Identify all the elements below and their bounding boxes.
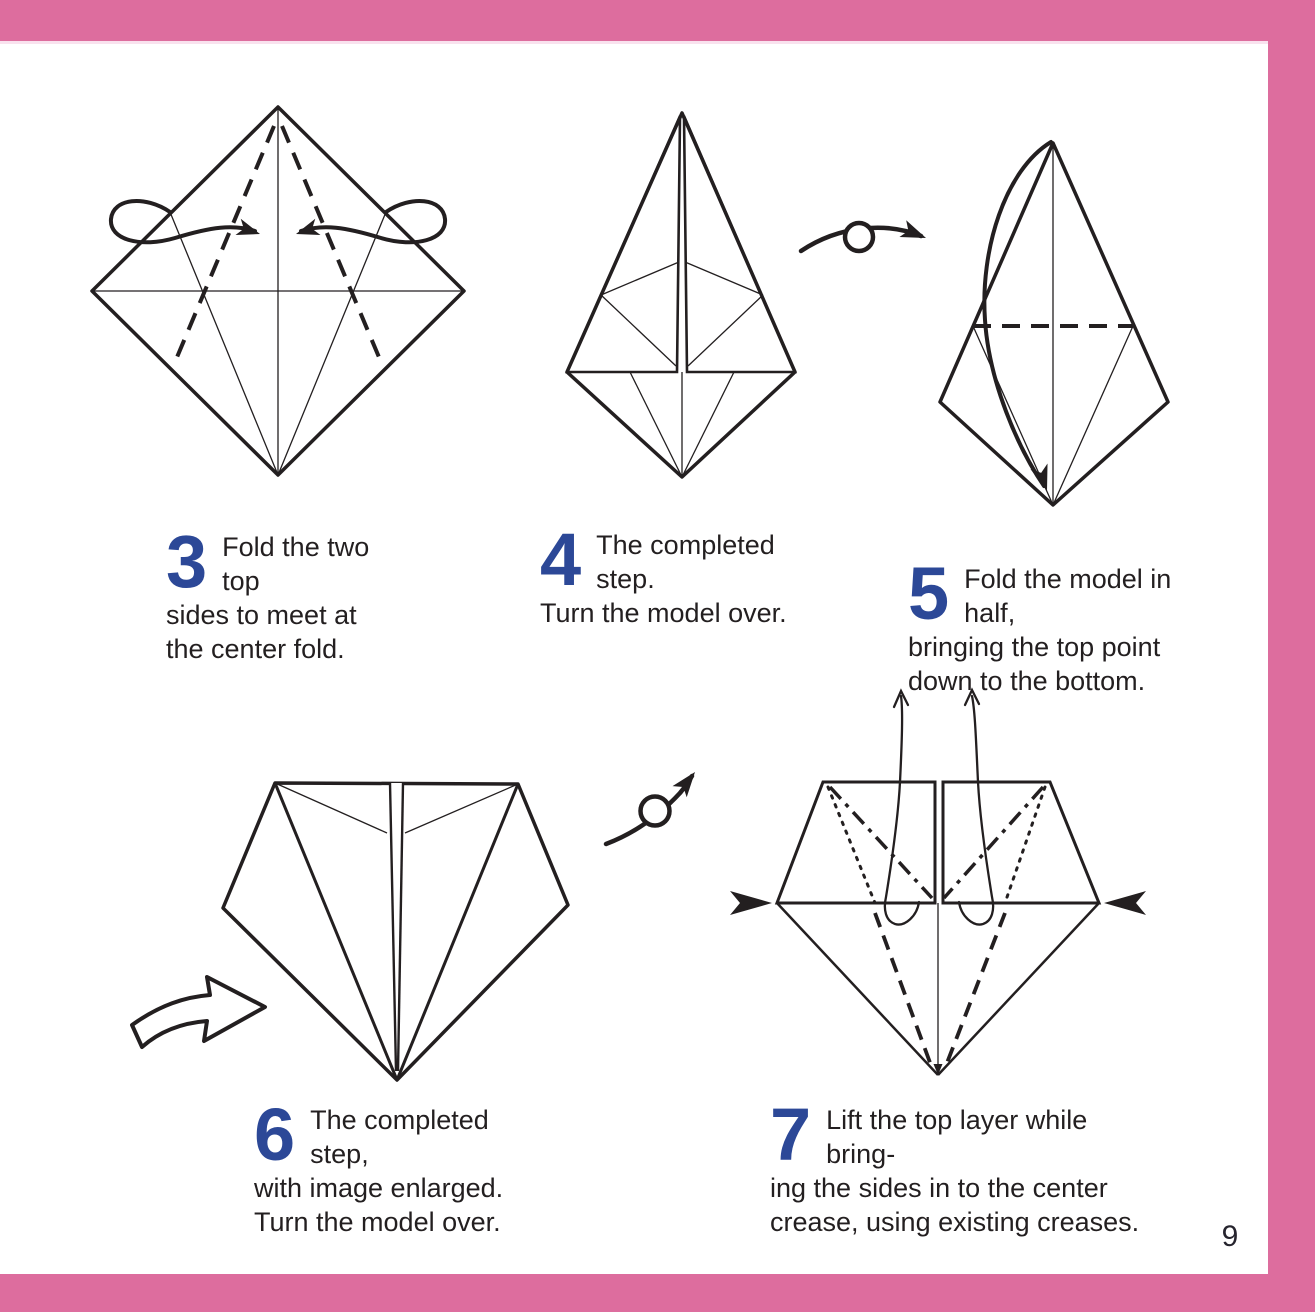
step6-line3: Turn the model over. bbox=[254, 1207, 501, 1237]
step6-diagram bbox=[205, 768, 585, 1093]
turn-over-icon bbox=[600, 745, 720, 855]
step6-line1: The completed step, bbox=[310, 1105, 489, 1169]
step6-number: 6 bbox=[254, 1093, 296, 1176]
fold-arrow-right bbox=[296, 199, 448, 245]
enlarged-view-arrow-icon bbox=[120, 965, 280, 1060]
step7-line1: Lift the top layer while bring- bbox=[826, 1105, 1088, 1169]
valley-fold-dashed-right bbox=[943, 912, 1007, 1069]
trapezoid-left bbox=[774, 780, 937, 905]
step7-number: 7 bbox=[770, 1093, 812, 1176]
step4-number: 4 bbox=[540, 518, 582, 601]
step5-number: 5 bbox=[908, 552, 950, 635]
step4-diagram bbox=[550, 100, 810, 490]
step5-caption: 5 Fold the model in half, bringing the t… bbox=[908, 552, 1218, 698]
turn-over-icon bbox=[795, 205, 950, 270]
step5-line2: bringing the top point bbox=[908, 632, 1161, 662]
frame-top bbox=[0, 0, 1315, 41]
push-arrowhead-left bbox=[730, 891, 772, 915]
page-number: 9 bbox=[1221, 1220, 1239, 1253]
x-ray-dotted-lines bbox=[826, 785, 1047, 905]
frame-bottom bbox=[0, 1274, 1315, 1312]
step3-line3: the center fold. bbox=[166, 634, 345, 664]
trapezoid-right bbox=[941, 780, 1102, 905]
step7-line2: ing the sides in to the center bbox=[770, 1173, 1108, 1203]
step3-number: 3 bbox=[166, 520, 208, 603]
flap-crease-lines bbox=[600, 261, 764, 367]
flap-crease-thin bbox=[274, 782, 519, 834]
kite-outline bbox=[565, 111, 797, 479]
step4-caption: 4 The completed step. Turn the model ove… bbox=[540, 518, 840, 630]
step4-line2: Turn the model over. bbox=[540, 598, 787, 628]
step3-line1: Fold the two top bbox=[222, 532, 370, 596]
lift-arrow-left bbox=[883, 688, 921, 926]
step6-line2: with image enlarged. bbox=[254, 1173, 504, 1203]
step7-caption: 7 Lift the top layer while bring- ing th… bbox=[770, 1093, 1140, 1239]
bottom-layer-outline bbox=[776, 902, 1100, 1076]
step3-line2: sides to meet at bbox=[166, 600, 357, 630]
step5-line1: Fold the model in half, bbox=[964, 564, 1172, 628]
step5-line3: down to the bottom. bbox=[908, 666, 1146, 696]
lift-arrow-right bbox=[957, 687, 995, 926]
crease-lines bbox=[972, 143, 1134, 506]
valley-fold-dashed-right bbox=[280, 125, 383, 363]
center-crease-lines bbox=[92, 107, 464, 476]
step6-caption: 6 The completed step, with image enlarge… bbox=[254, 1093, 554, 1239]
step7-diagram bbox=[695, 675, 1175, 1100]
fold-down-arrow bbox=[982, 140, 1053, 491]
step7-line3: crease, using existing creases. bbox=[770, 1207, 1140, 1237]
valley-fold-dashed-left bbox=[173, 125, 276, 363]
center-slit bbox=[388, 782, 405, 1073]
step3-diagram bbox=[75, 88, 485, 488]
fold-arrow-left bbox=[108, 199, 260, 245]
push-arrowhead-right bbox=[1104, 891, 1146, 915]
frame-right bbox=[1268, 0, 1315, 1312]
valley-fold-dashed-left bbox=[873, 912, 934, 1069]
bottom-crease-lines bbox=[629, 371, 735, 478]
flap-edges-bold bbox=[273, 782, 520, 1081]
step3-caption: 3 Fold the two top sides to meet at the … bbox=[166, 520, 406, 666]
step4-line1: The completed step. bbox=[596, 530, 775, 594]
step5-diagram bbox=[920, 130, 1190, 520]
mountain-fold-dashdot-lines bbox=[828, 785, 1045, 900]
pentagon-shape bbox=[221, 781, 570, 1082]
frame-top-fade bbox=[0, 41, 1315, 44]
